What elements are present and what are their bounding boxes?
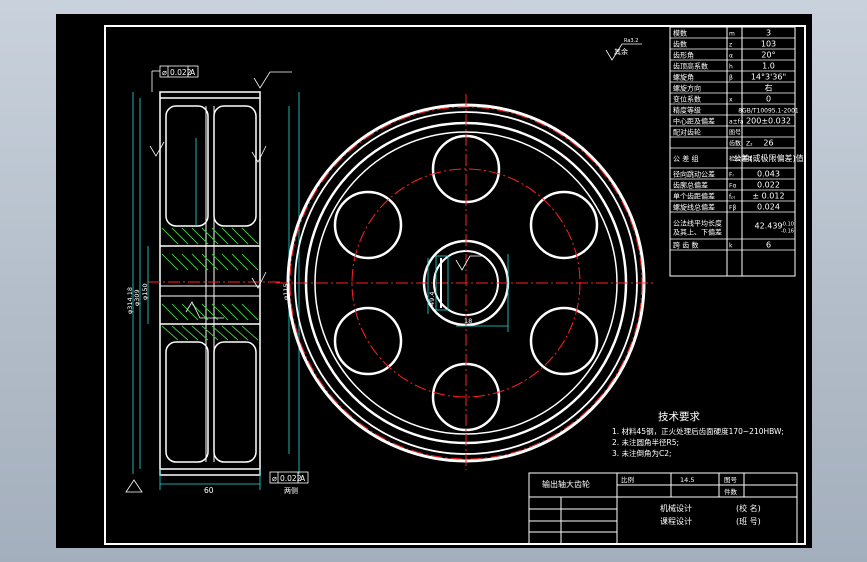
svg-text:⌀: ⌀ — [272, 474, 277, 483]
tech-requirements: 技术要求 1. 材料45钢，正火处理后齿面硬度170~210HBW; 2. 未注… — [612, 410, 784, 458]
param-name-2: 及其上、下偏差 — [673, 228, 722, 237]
param-value: 0.022 — [757, 181, 780, 190]
roughness-symbols — [125, 43, 642, 493]
tech-heading: 技术要求 — [658, 410, 700, 423]
dia-label-3: φ150 — [141, 283, 149, 300]
param-symbol: a±fa — [729, 119, 744, 126]
param-name: 齿形角 — [673, 51, 694, 60]
hub-dimension: φ115 — [282, 283, 290, 300]
param-name: 配对齿轮 — [673, 128, 701, 137]
param-value: 200±0.032 — [746, 117, 791, 126]
class-text: (班 号) — [736, 516, 761, 526]
tolerance-value-bottom: 0.022 — [280, 474, 302, 483]
param-name: 跨 齿 数 — [673, 241, 698, 250]
roughness-value: Ra3.2 — [624, 38, 638, 44]
param-name: 公法线平均长度 — [673, 219, 722, 228]
drawing-sheet: ⌀ 0.022 A ⌀ 0.022 A 两侧 60 其余 Ra3.2 φ314.… — [104, 25, 806, 545]
tech-item-1: 1. 材料45钢，正火处理后齿面硬度170~210HBW; — [612, 426, 784, 436]
param-symbol: 齿数 — [729, 140, 741, 148]
svg-text:⌀: ⌀ — [162, 68, 167, 77]
outer-frame — [104, 25, 806, 545]
param-name: 单个齿距偏差 — [673, 192, 715, 201]
param-symbol: m — [729, 31, 735, 38]
param-symbol: x — [729, 97, 733, 104]
param-symbol: fₚₜ — [729, 194, 736, 201]
param-name: 径向跳动公差 — [673, 170, 715, 179]
datum-label-top: A — [190, 68, 196, 77]
param-value: 0.043 — [757, 170, 780, 179]
param-value: 右 — [765, 83, 773, 93]
bottom-note: 两侧 — [284, 486, 298, 495]
section-dimension-labels: φ314.18 φ309 φ150 φ115 — [126, 283, 290, 314]
param-value: 0 — [766, 95, 771, 104]
param-name: 齿数 — [673, 40, 687, 49]
param-symbol: β — [729, 75, 733, 82]
school-text: (校 名) — [736, 503, 761, 513]
param-value: 0.024 — [757, 203, 780, 212]
param-symbol: k — [729, 243, 733, 250]
param-name: 变位系数 — [673, 95, 701, 104]
param-symbol: Fα — [729, 183, 736, 190]
param-value: 42.439 — [755, 222, 783, 231]
param-value: 103 — [761, 40, 776, 49]
param-value-upper: -0.10 — [781, 222, 794, 228]
parameter-table — [669, 26, 796, 277]
material-label: 比例 — [621, 475, 634, 484]
param-symbol: Fᵣ — [729, 172, 734, 179]
parameter-table-rows: 模数 m 3 齿数 z 103 齿形角 α 20° 齿顶高系数 h 1.0 螺旋角 β 14°3'36" 螺旋… — [670, 29, 804, 251]
title-block — [528, 472, 798, 545]
param-value: 1.0 — [762, 62, 775, 71]
param-symbol: 检验项目 — [729, 155, 753, 163]
param-value: 20° — [761, 51, 775, 60]
keyway — [427, 254, 509, 332]
bore-key-dim: 18 — [464, 317, 472, 325]
dia-label-2: φ309 — [133, 289, 141, 306]
designer-text: 机械设计 — [660, 503, 692, 513]
param-symbol: Fβ — [729, 205, 736, 212]
param-name: 齿顶高系数 — [673, 62, 708, 71]
param-value: 26 — [763, 139, 773, 148]
tolerance-frame-top: ⌀ 0.022 A — [151, 65, 199, 92]
part-name: 输出轴大齿轮 — [542, 479, 590, 489]
param-symbol-2: Z₂ — [746, 141, 753, 148]
param-name: 模数 — [673, 29, 687, 38]
section-dimensions — [132, 92, 300, 490]
course-text: 课程设计 — [660, 516, 692, 526]
gear-center-lines — [276, 94, 656, 470]
scale-value: 14.5 — [680, 476, 694, 484]
param-name: 齿廓总偏差 — [673, 181, 708, 190]
param-value: 公差(或极限偏差)值 — [733, 153, 803, 163]
width-dimension: 60 — [204, 486, 214, 495]
tolerance-frame-bottom: ⌀ 0.022 A 两侧 — [269, 471, 309, 495]
roughness-note: 其余 — [614, 47, 628, 56]
param-name: 螺旋方向 — [673, 84, 701, 93]
tech-item-2: 2. 未注圆角半径R5; — [612, 437, 679, 447]
param-value: 3 — [766, 29, 771, 38]
param-name: 螺旋线总偏差 — [673, 203, 715, 212]
param-value-lower: -0.16 — [781, 229, 794, 235]
param-symbol: h — [729, 64, 733, 71]
section-hatching — [161, 227, 259, 341]
param-symbol: α — [729, 53, 733, 60]
param-name: 公 差 组 — [673, 154, 698, 163]
param-name: 螺旋角 — [673, 73, 694, 82]
param-value: 8GB/T10095.1-2001 — [738, 108, 799, 115]
drawing-canvas: ⌀ 0.022 A ⌀ 0.022 A 两侧 60 其余 Ra3.2 φ314.… — [56, 14, 812, 548]
param-value: 6 — [766, 241, 771, 250]
datum-label-bottom: A — [300, 474, 306, 483]
param-value: 14°3'36" — [751, 73, 786, 82]
tech-item-3: 3. 未注倒角为C2; — [612, 448, 672, 458]
dia-label-1: φ314.18 — [126, 287, 134, 314]
param-symbol: z — [729, 42, 732, 49]
qty-label: 件数 — [724, 487, 738, 496]
param-value: ± 0.012 — [752, 192, 784, 201]
tolerance-value-top: 0.022 — [170, 68, 192, 77]
param-symbol: 图号 — [729, 130, 741, 137]
section-view — [159, 91, 261, 476]
param-name: 精度等级 — [673, 106, 701, 115]
drawing-no-label: 图号 — [724, 476, 738, 484]
param-name: 中心距及偏差 — [673, 117, 715, 126]
keyway-depth: 49.4 — [428, 292, 436, 306]
